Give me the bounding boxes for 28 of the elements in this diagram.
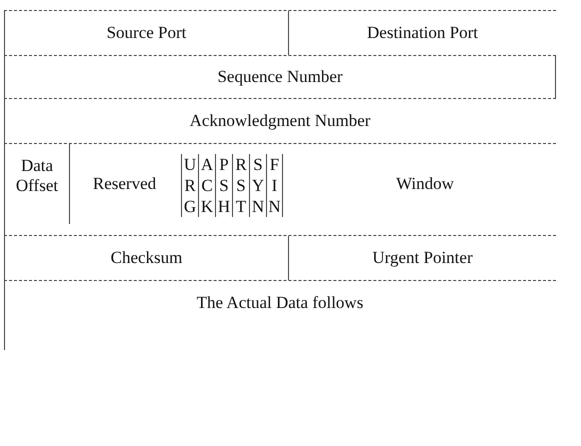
- flag-letter: P: [215, 154, 232, 175]
- field-label: Sequence Number: [216, 66, 344, 88]
- flag-letter: K: [198, 196, 215, 217]
- flag-letter: A: [198, 154, 215, 175]
- flag-letter: S: [215, 175, 232, 196]
- flag-letter: G: [181, 196, 198, 217]
- field-label: Checksum: [110, 247, 184, 269]
- field-label: Window: [395, 173, 455, 195]
- flag-letter: R: [181, 175, 198, 196]
- flag-letter: S: [232, 175, 249, 196]
- flag-letter: R: [232, 154, 249, 175]
- flag-letter: N: [266, 196, 283, 217]
- field-label: Source Port: [106, 22, 188, 44]
- flag-letter: Y: [249, 175, 266, 196]
- flag-letter: I: [266, 175, 283, 196]
- flag-letter: F: [266, 154, 283, 175]
- field-label: Reserved: [69, 144, 179, 224]
- field-label: Destination Port: [288, 11, 556, 55]
- field-label: Urgent Pointer: [288, 236, 556, 280]
- flag-letter: T: [232, 196, 249, 217]
- flag-letter: N: [249, 196, 266, 217]
- flag-letter: S: [249, 154, 266, 175]
- field-label: Data Offset: [14, 155, 60, 197]
- flag-letter: U: [181, 154, 198, 175]
- field-label: Acknowledgment Number: [188, 110, 372, 132]
- field-label: The Actual Data follows: [196, 292, 364, 314]
- flag-letter: H: [215, 196, 232, 217]
- flag-letter: C: [198, 175, 215, 196]
